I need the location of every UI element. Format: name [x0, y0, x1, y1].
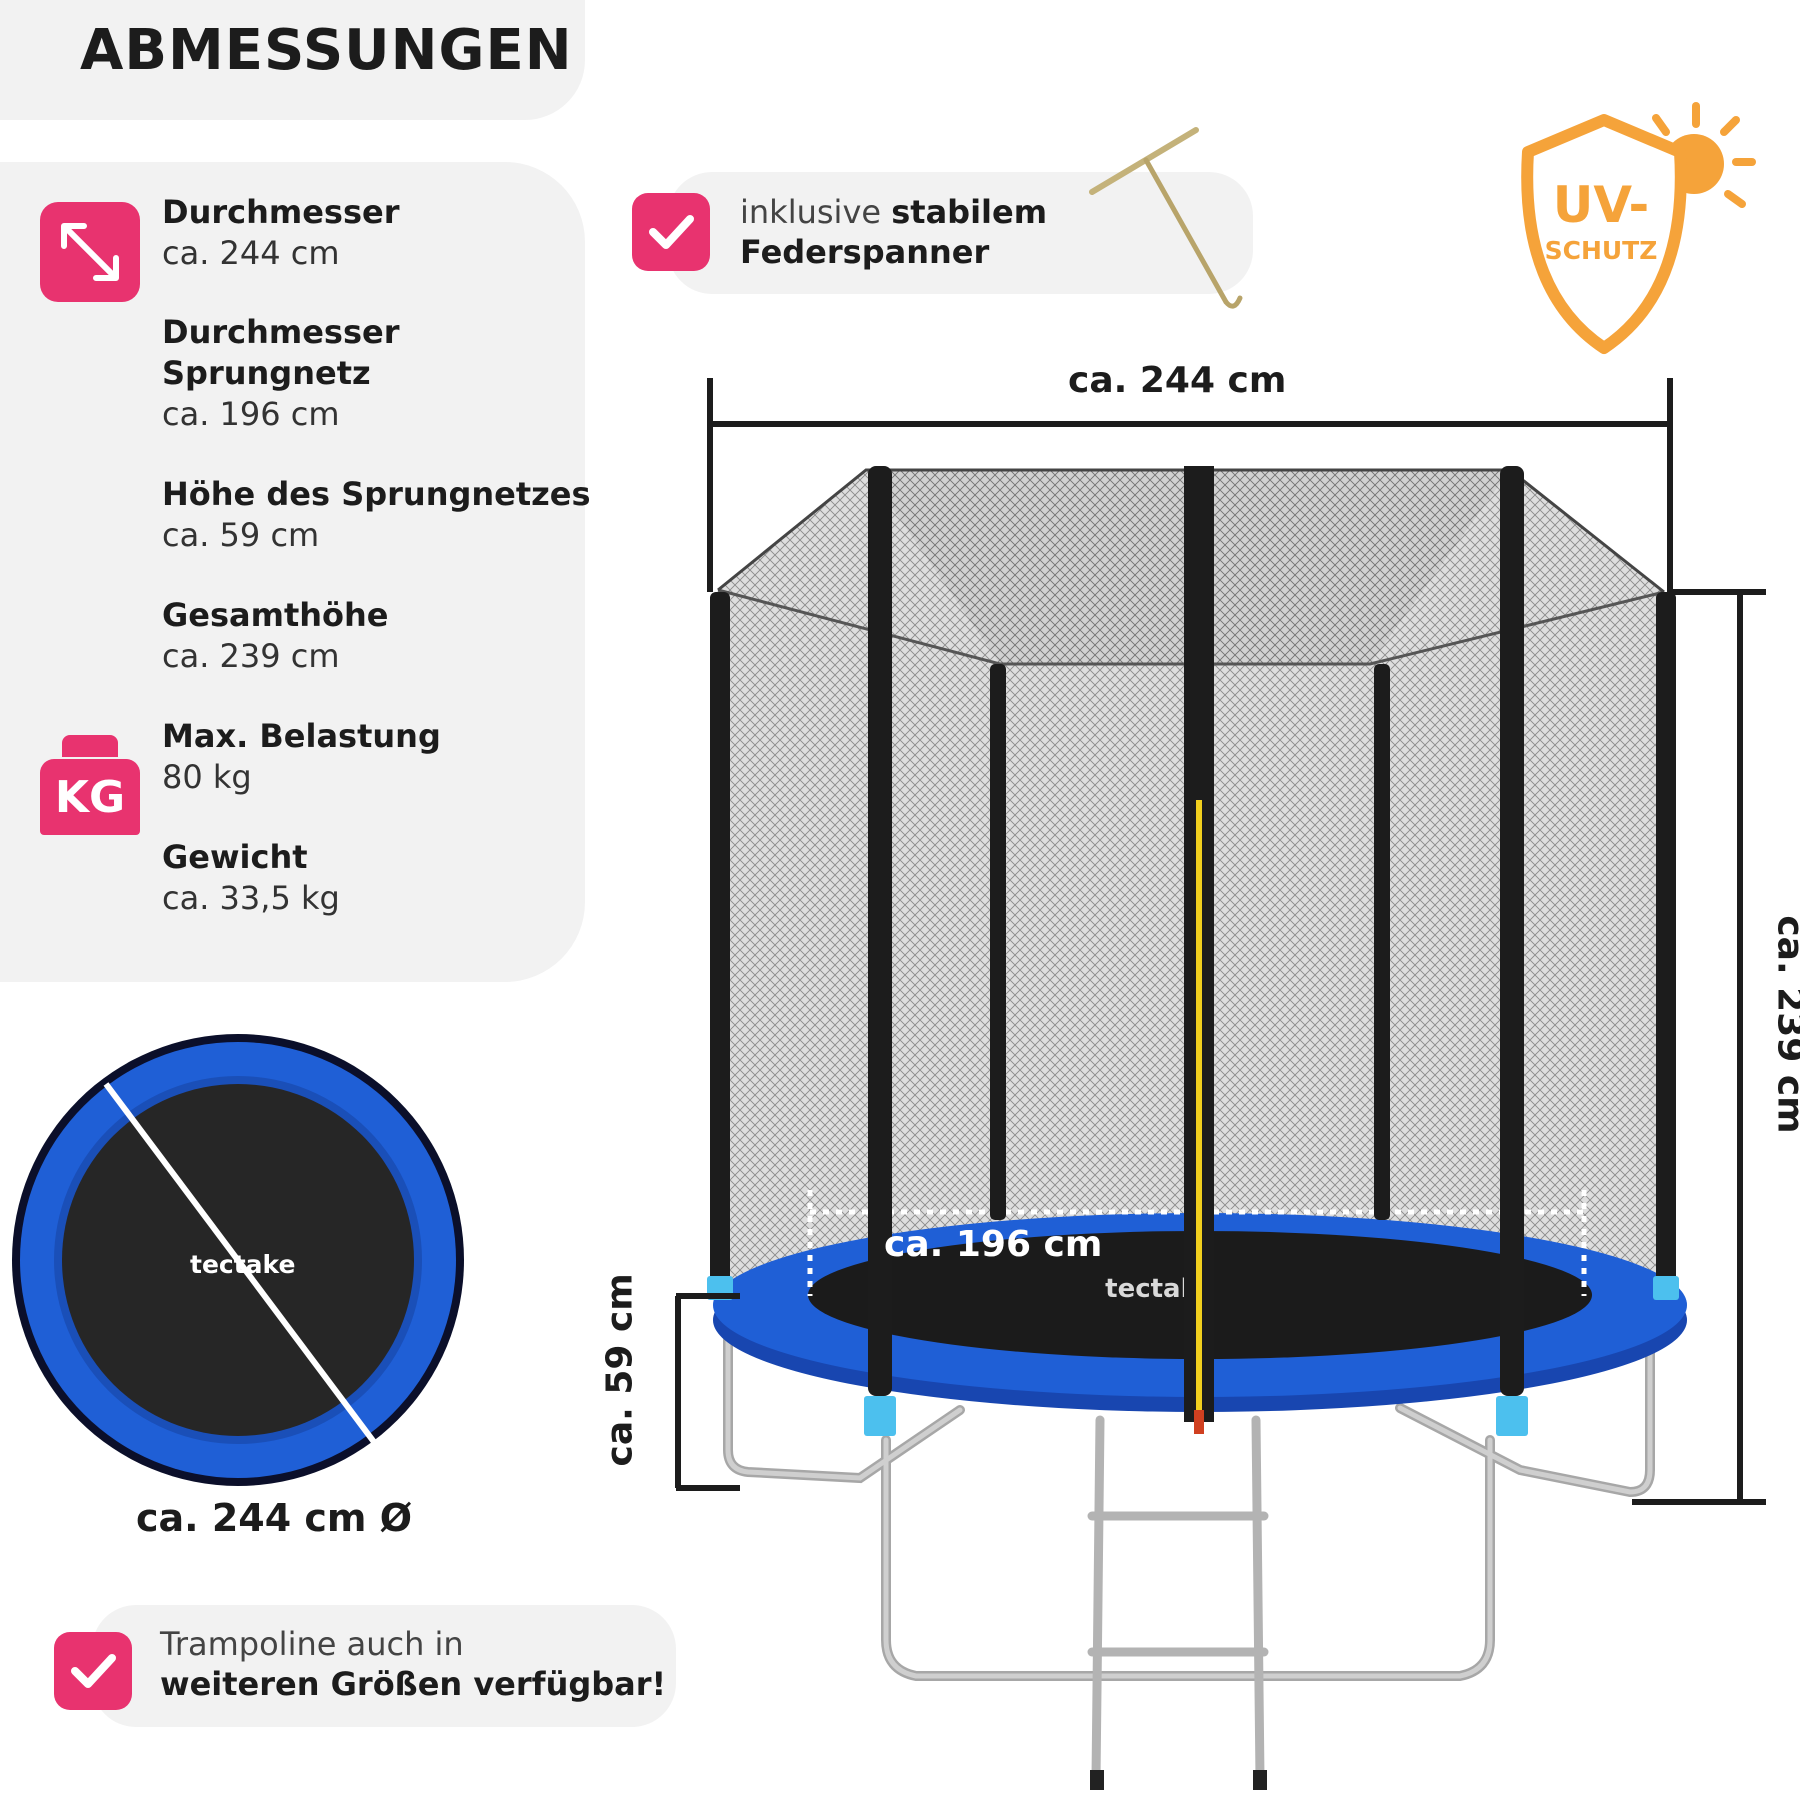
spec-value: 80 kg: [162, 758, 252, 796]
feature-text-spring-tool: inklusive stabilem Federspanner: [740, 192, 1047, 272]
spec-label: Max. Belastung: [162, 717, 441, 755]
feature-line-1: Trampoline auch in: [160, 1625, 464, 1663]
spring-tool-icon: [1089, 127, 1243, 309]
spec-value: ca. 59 cm: [162, 516, 320, 554]
spec-value: ca. 33,5 kg: [162, 879, 340, 917]
spec-value: ca. 196 cm: [162, 395, 340, 433]
spec-label: Durchmesser: [162, 313, 400, 351]
uv-protection-badge: [1521, 102, 1756, 354]
spec-label: Gesamthöhe: [162, 596, 389, 634]
spec-label: Durchmesser: [162, 193, 400, 231]
total-height-dimension-label: ca. 239 cm: [1769, 915, 1800, 1134]
spec-net-height: Höhe des Sprungnetzes ca. 59 cm: [162, 474, 591, 556]
spec-label: Gewicht: [162, 838, 308, 876]
spec-value: ca. 239 cm: [162, 637, 340, 675]
spec-label-2: Sprungnetz: [162, 354, 371, 392]
feature-bold-2: Federspanner: [740, 233, 990, 271]
spec-label: Höhe des Sprungnetzes: [162, 475, 591, 513]
spec-max-load: Max. Belastung 80 kg: [162, 716, 441, 798]
weight-icon-text: KG: [54, 771, 126, 823]
feature-bold-1: stabilem: [891, 193, 1048, 231]
brand-logo-top-view: tectake: [190, 1250, 296, 1279]
uv-badge-text-1: UV-: [1552, 176, 1650, 234]
feature-pill-spring-tool: [668, 172, 1253, 294]
spec-net-diameter: Durchmesser Sprungnetz ca. 196 cm: [162, 312, 400, 435]
page-title: ABMESSUNGEN: [80, 18, 573, 83]
mat-diameter-dimension-label: ca. 196 cm: [884, 1224, 1103, 1265]
top-view-diameter-label: ca. 244 cm Ø: [136, 1496, 413, 1540]
feature-line-2: weiteren Größen verfügbar!: [160, 1665, 667, 1703]
title-panel: [0, 0, 585, 120]
weight-icon: KG: [40, 735, 140, 835]
spec-weight: Gewicht ca. 33,5 kg: [162, 837, 340, 919]
diameter-icon: [40, 202, 140, 302]
net-height-dimension-label: ca. 59 cm: [599, 1273, 641, 1467]
uv-badge-text-2: SCHUTZ: [1544, 236, 1658, 265]
spec-value: ca. 244 cm: [162, 234, 340, 272]
spec-total-height: Gesamthöhe ca. 239 cm: [162, 595, 389, 677]
feature-text-sizes: Trampoline auch in weiteren Größen verfü…: [160, 1624, 666, 1704]
check-icon: [54, 1632, 132, 1710]
spec-diameter: Durchmesser ca. 244 cm: [162, 192, 400, 274]
check-icon: [632, 193, 710, 271]
feature-prefix: inklusive: [740, 193, 882, 231]
feature-pill-sizes: [92, 1605, 676, 1727]
width-dimension-label: ca. 244 cm: [1068, 360, 1287, 401]
trampoline-top-view: [12, 1034, 464, 1486]
